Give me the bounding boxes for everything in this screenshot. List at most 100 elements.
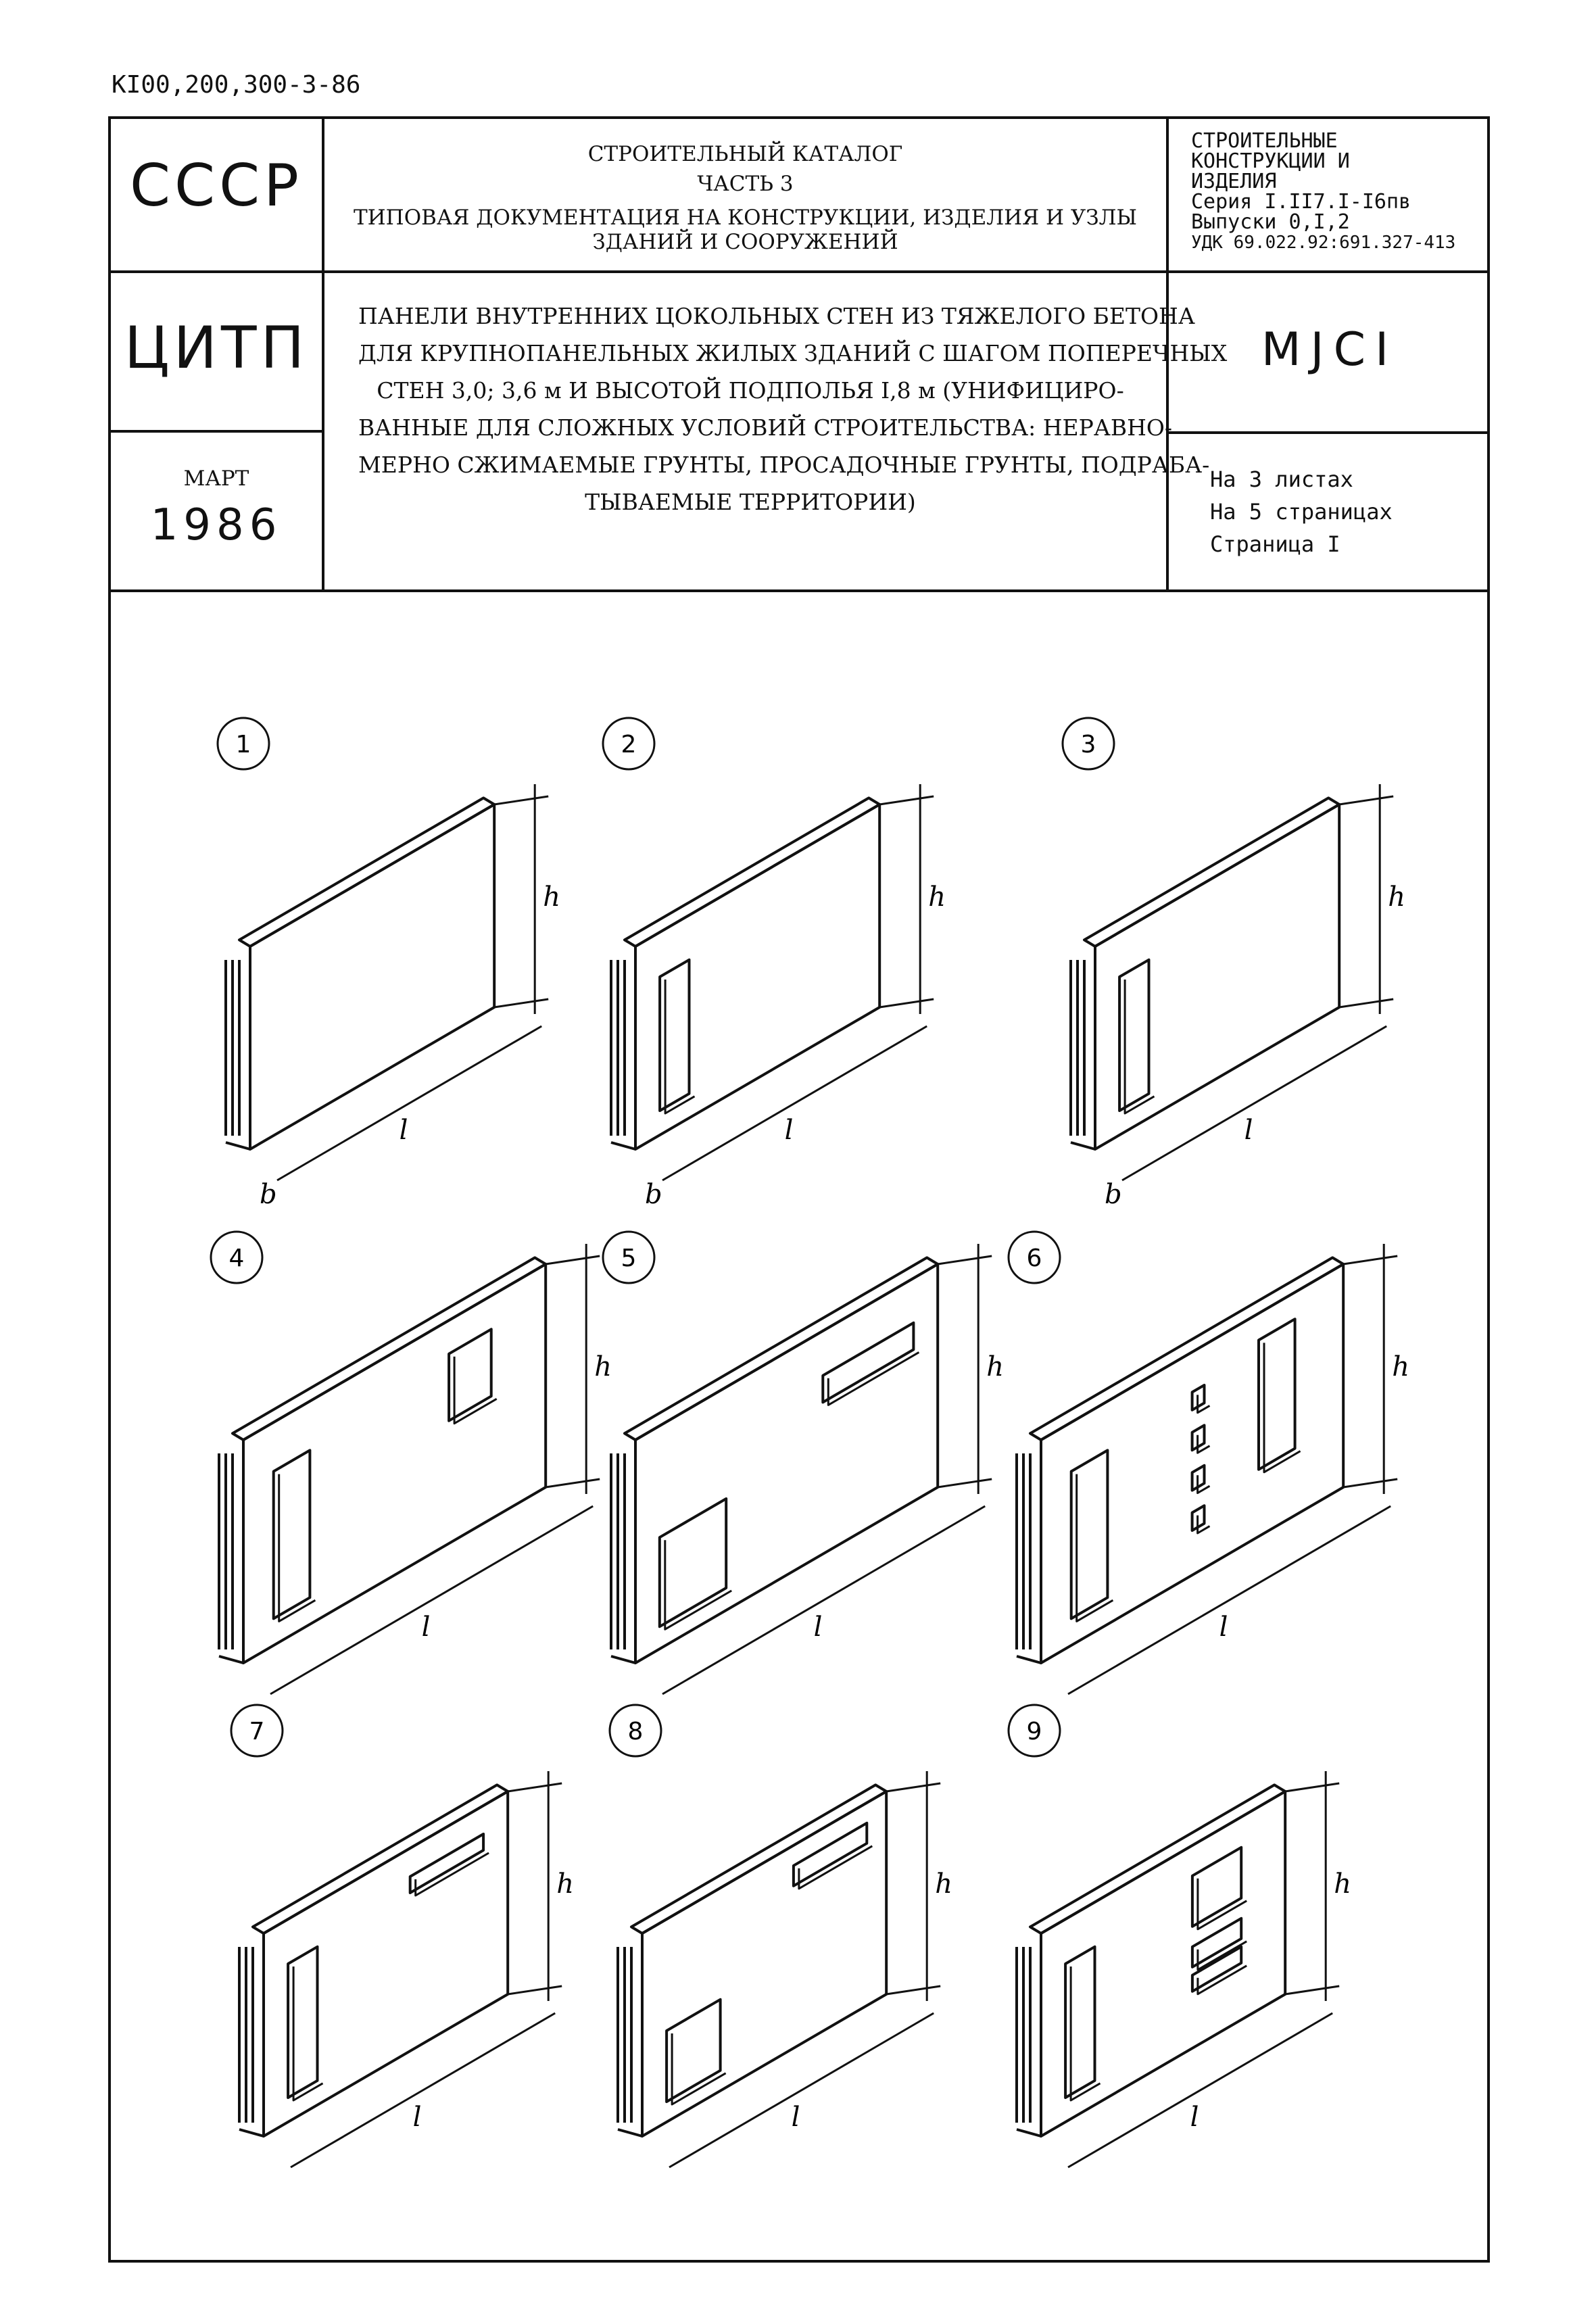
dimension-label-b: b [1105, 1179, 1122, 1210]
extension-line [886, 1782, 941, 1793]
dimension-lines [669, 1771, 941, 2169]
dimension-lines [1067, 1244, 1398, 1695]
dimension-label-l: l [814, 1612, 823, 1643]
panel-end-edge [1016, 2128, 1042, 2138]
tall-opening-reveal [292, 1967, 324, 2102]
dimension-label-l: l [792, 2102, 800, 2133]
panel-number: 1 [236, 731, 251, 758]
extension-line [493, 998, 549, 1009]
slot-opening-reveal [1196, 1940, 1247, 1971]
left-cell-divider [108, 430, 323, 433]
document-code-mark: МЈСI [1261, 323, 1399, 377]
panel-face [634, 1263, 940, 1664]
vent-hole-reveal [1196, 1475, 1211, 1495]
window-opening-reveal [671, 2033, 727, 2106]
panel-face [249, 803, 496, 1151]
extension-line [545, 1478, 600, 1489]
title-block-frame [108, 116, 1490, 2263]
dimension-label-h: h [1334, 1868, 1351, 1900]
panel-number: 2 [621, 731, 637, 758]
description-line: МЕРНО СЖИМАЕМЫЕ ГРУНТЫ, ПРОСАДОЧНЫЕ ГРУН… [358, 452, 1210, 478]
panel-top-edge [1029, 1783, 1287, 1935]
slot-opening-reveal [1196, 1964, 1247, 1996]
tall-opening-reveal [664, 980, 696, 1115]
panel-number: 5 [621, 1245, 637, 1272]
extension-line [507, 1985, 562, 1996]
panel-outline [224, 796, 496, 1151]
dimension-line-l [1067, 1505, 1391, 1695]
panel-drawing-5: h l 5 [554, 1230, 1027, 1744]
panel-end-edge [610, 1655, 636, 1664]
dimension-label-b: b [645, 1179, 662, 1210]
slot-opening-reveal [414, 1852, 489, 1897]
panel-end-edge [617, 2128, 643, 2138]
description-line: СТЕН 3,0; 3,6 м И ВЫСОТОЙ ПОДПОЛЬЯ I,8 м… [377, 377, 1124, 404]
panel-top-edge [623, 796, 881, 948]
panel-top-edge [1029, 1256, 1345, 1441]
dimension-line-l [276, 1025, 542, 1182]
second-tall-opening [1257, 1318, 1297, 1471]
panel-outline [610, 1256, 940, 1664]
slot-opening [1190, 1916, 1243, 1969]
extension-line [1284, 1985, 1340, 1996]
panel-outline [610, 796, 881, 1151]
title-block-bottom-divider [108, 589, 1490, 592]
dimension-label-l: l [1219, 1612, 1228, 1643]
panel-top-edge [251, 1783, 510, 1935]
tall-opening [658, 958, 691, 1112]
dimension-label-h: h [935, 1868, 952, 1900]
panel-face [634, 803, 881, 1151]
slot-opening [792, 1821, 869, 1887]
extension-line [1343, 1255, 1398, 1265]
dimension-label-l: l [785, 1115, 794, 1146]
panel-top-edge [630, 1783, 888, 1935]
dimension-lines [1121, 784, 1394, 1182]
panel-face [1040, 1790, 1287, 2138]
panel-number-circle [602, 1230, 656, 1284]
udk-line: УДК 69.022.92:691.327-413 [1191, 233, 1456, 253]
window-opening-reveal [1196, 1878, 1247, 1931]
panel-face [262, 1790, 510, 2138]
org-label: ЦИТП [124, 314, 309, 382]
panel-drawing-8: h l 8 [561, 1704, 1034, 2217]
panel-end-edge [610, 1141, 636, 1151]
extension-line [493, 795, 549, 806]
panel-number: 9 [1027, 1718, 1042, 1745]
panel-number: 8 [628, 1718, 644, 1745]
small-window-opening-reveal [453, 1356, 498, 1425]
dimension-label-l: l [400, 1115, 408, 1146]
panel-outline [616, 1783, 888, 2138]
series-line: Серия I.II7.I-I6пв [1191, 190, 1411, 214]
window-opening [658, 1497, 728, 1629]
panel-number-circle [216, 717, 270, 771]
vent-hole-reveal [1196, 1515, 1211, 1535]
extension-line [1343, 1478, 1398, 1489]
dimension-label-l: l [413, 2102, 422, 2133]
tall-opening-reveal [1123, 980, 1155, 1115]
catalog-line: ТИПОВАЯ ДОКУМЕНТАЦИЯ НА КОНСТРУКЦИИ, ИЗД… [353, 206, 1138, 230]
second-tall-opening-reveal [1263, 1343, 1301, 1474]
extension-line [937, 1478, 992, 1489]
panel-end-edge [218, 1655, 244, 1664]
tall-opening-reveal [1075, 1474, 1114, 1622]
dimension-line-l [669, 2012, 934, 2169]
extension-line [1338, 998, 1394, 1009]
tall-opening [1118, 958, 1151, 1112]
dimension-label-h: h [594, 1351, 612, 1382]
dimension-line-l [270, 1505, 594, 1695]
extension-line [1338, 795, 1394, 806]
document-code: КI00,200,300-3-86 [112, 71, 361, 99]
panel-top-edge [231, 1256, 548, 1441]
panel-end-edge [1070, 1141, 1096, 1151]
vent-hole-reveal [1196, 1434, 1211, 1454]
panel-end-edge [225, 1141, 251, 1151]
section-line: СТРОИТЕЛЬНЫЕ [1191, 129, 1338, 153]
extension-line [879, 795, 934, 806]
right-cell-divider [1167, 431, 1490, 434]
pages-count: На 5 страницах [1210, 499, 1393, 525]
panel-face [641, 1790, 888, 2138]
description-line: ПАНЕЛИ ВНУТРЕННИХ ЦОКОЛЬНЫХ СТЕН ИЗ ТЯЖЕ… [358, 303, 1195, 329]
